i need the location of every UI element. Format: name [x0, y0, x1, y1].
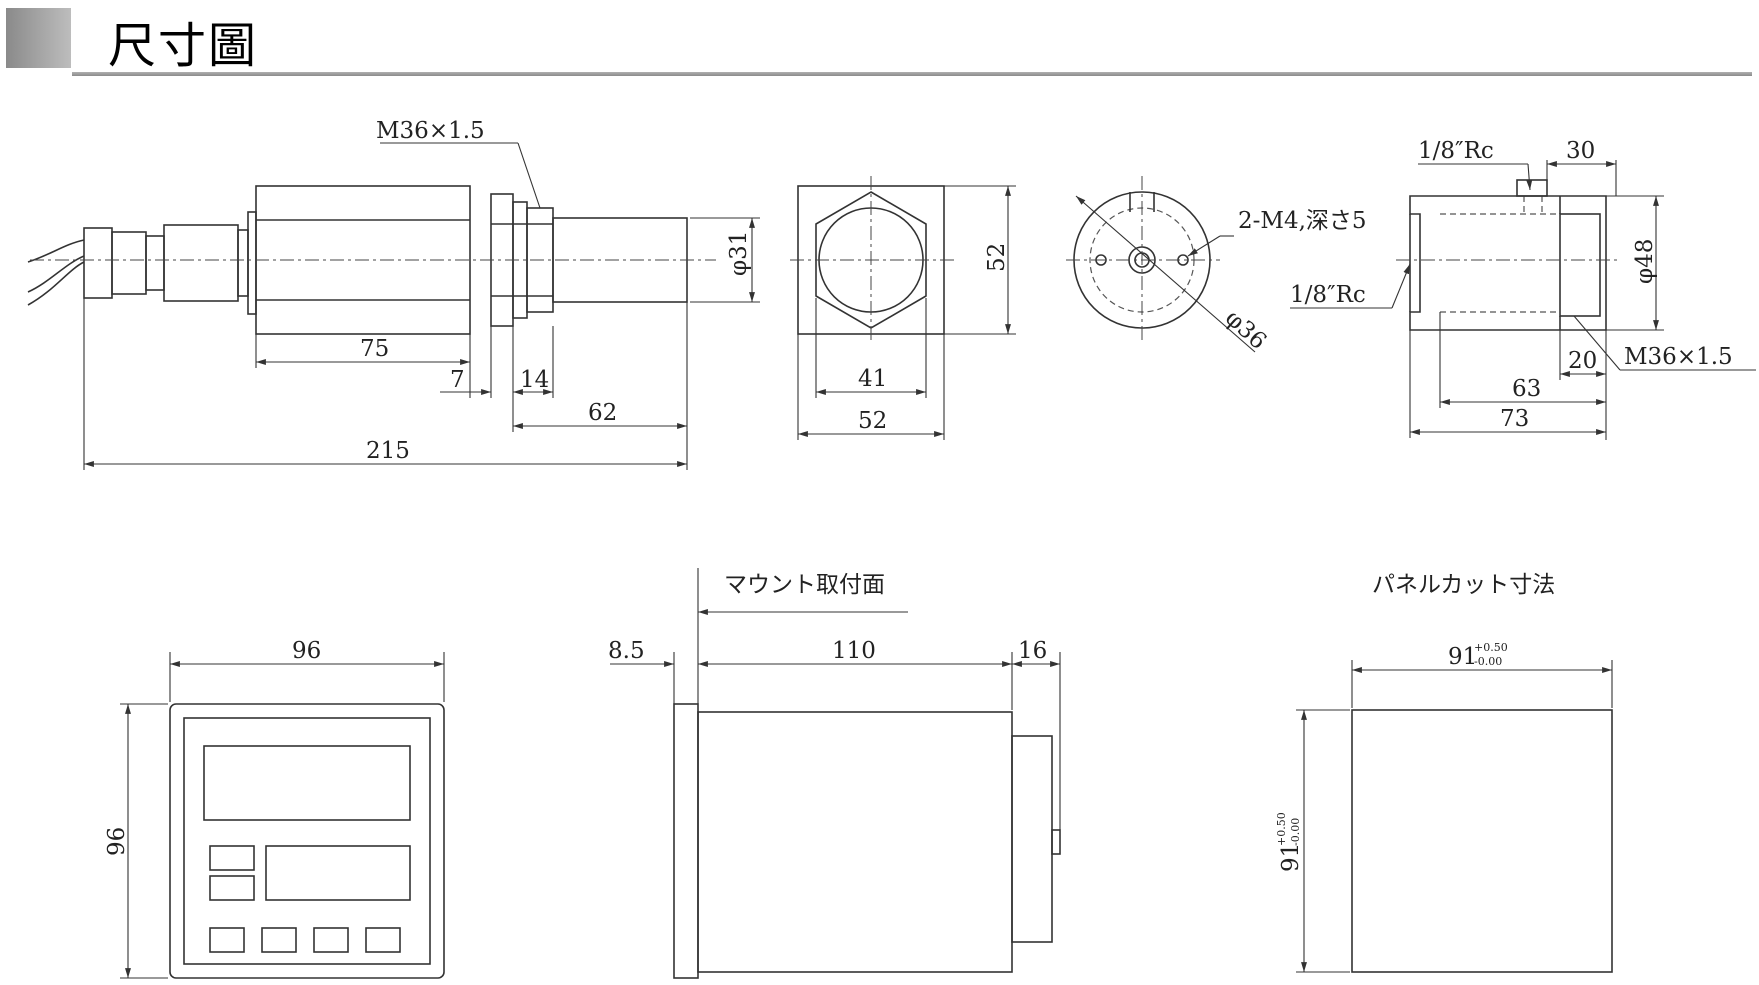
side-dim-8-5: 8.5 — [608, 638, 645, 664]
adapter-view: 1/8″Rc 30 1/8″Rc φ48 M36×1.5 20 63 73 — [1290, 138, 1756, 440]
controller-dim-width: 96 — [292, 638, 321, 664]
sensor-thread-label: M36×1.5 — [376, 118, 485, 144]
controller-key-2 — [261, 927, 297, 953]
controller-key-4 — [365, 927, 401, 953]
front-dim-52-width: 52 — [858, 408, 887, 434]
adapter-diameter-label: φ48 — [1632, 239, 1658, 284]
page-title: 尺寸圖 — [108, 18, 259, 74]
sensor-side-view: M36×1.5 φ31 75 7 14 62 215 — [27, 118, 760, 470]
panel-cut-height-tol-minus: -0.00 — [1289, 818, 1302, 846]
sensor-flange-view: 2-M4,深さ5 φ36 2-M4,深さ5 — [1066, 176, 1367, 355]
adapter-port-side-label: 1/8″Rc — [1290, 282, 1366, 308]
front-dim-41: 41 — [858, 366, 887, 392]
adapter-dim-30: 30 — [1566, 138, 1595, 164]
panel-cut-width-tol-plus: +0.50 — [1474, 641, 1508, 654]
controller-dim-height: 96 — [104, 827, 130, 856]
sensor-diameter-label: φ31 — [726, 231, 752, 276]
header-accent-block — [6, 8, 71, 68]
controller-sub-display — [265, 845, 411, 901]
side-dim-110: 110 — [832, 638, 876, 664]
mount-surface-label: マウント取付面 — [724, 572, 885, 598]
header-rule — [72, 72, 1752, 76]
dim-62: 62 — [588, 400, 617, 426]
sensor-front-view: 52 41 52 — [790, 176, 1016, 440]
panel-cut-title: パネルカット寸法 — [1372, 572, 1555, 598]
adapter-dim-63: 63 — [1512, 376, 1541, 402]
panel-cut-width-base: 91 — [1448, 644, 1477, 670]
adapter-port-top-label: 1/8″Rc — [1418, 138, 1494, 164]
dim-7: 7 — [450, 367, 465, 393]
dim-14: 14 — [520, 367, 549, 393]
controller-front-view: 96 96 — [104, 638, 445, 979]
adapter-dim-20: 20 — [1568, 348, 1597, 374]
dim-75: 75 — [360, 336, 389, 362]
panel-cut-width-tol-minus: -0.00 — [1474, 655, 1502, 668]
dim-215: 215 — [366, 438, 410, 464]
controller-side-view: マウント取付面 8.5 110 16 — [608, 568, 1061, 979]
controller-key-3 — [313, 927, 349, 953]
controller-main-display — [203, 745, 411, 821]
flange-diameter-text: φ36 — [1220, 305, 1271, 355]
front-dim-52-height: 52 — [984, 243, 1010, 272]
side-dim-16: 16 — [1018, 638, 1047, 664]
controller-key-1 — [209, 927, 245, 953]
controller-indicator-2 — [209, 875, 255, 901]
panel-cut-height-base: 91 — [1278, 843, 1304, 872]
controller-indicator-1 — [209, 845, 255, 871]
panel-cut-height-tol-plus: +0.50 — [1275, 812, 1288, 846]
flange-holes-label: 2-M4,深さ5 — [1238, 208, 1367, 234]
adapter-dim-73: 73 — [1500, 406, 1529, 432]
panel-cut-view: パネルカット寸法 91 +0.50 -0.00 91 +0.50 -0.00 — [1275, 572, 1613, 973]
adapter-thread-label: M36×1.5 — [1624, 344, 1733, 370]
